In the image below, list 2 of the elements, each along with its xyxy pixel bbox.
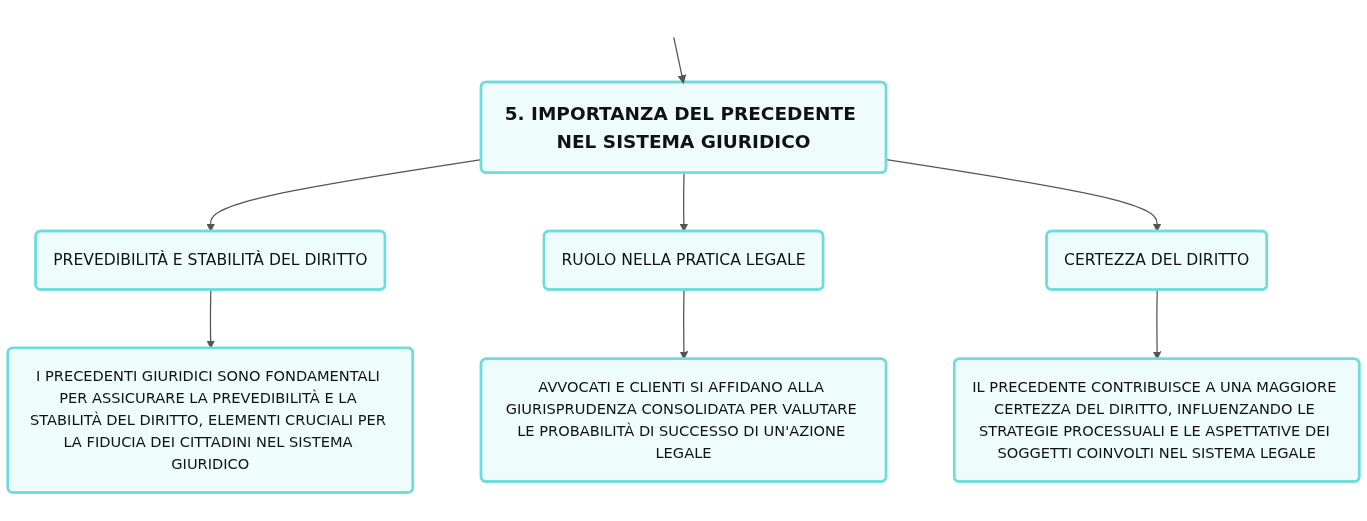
arrow <box>673 36 687 84</box>
arrow <box>679 172 689 232</box>
